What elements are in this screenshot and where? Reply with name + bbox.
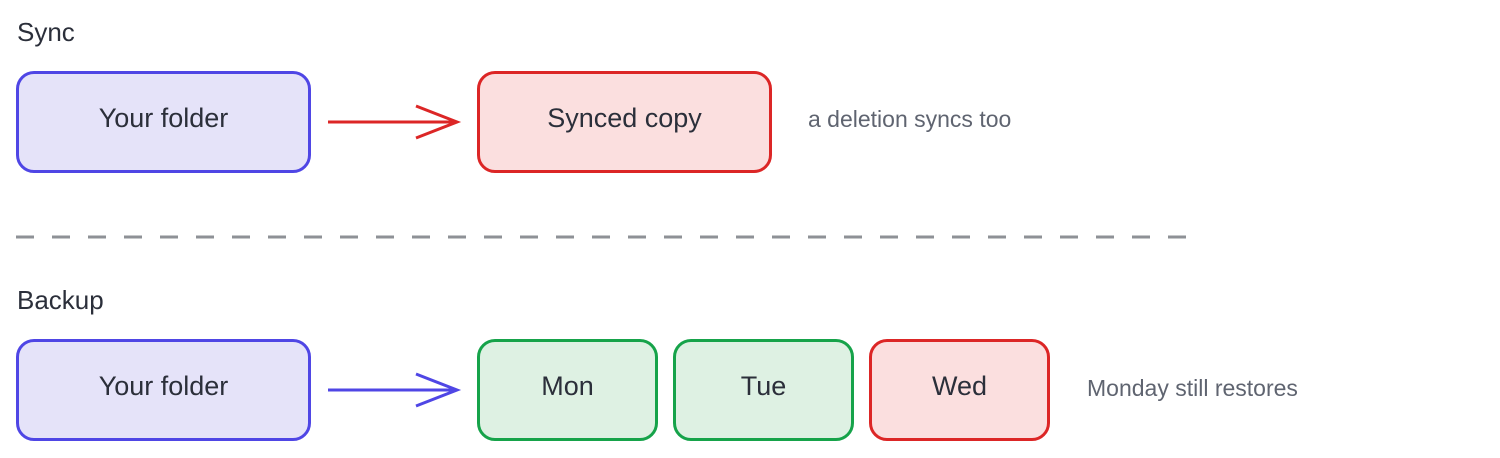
backup-arrow-icon bbox=[328, 372, 462, 408]
sync-note: a deletion syncs too bbox=[808, 106, 1012, 132]
backup-section-label: Backup bbox=[17, 285, 104, 315]
snapshot-tue-box: Tue bbox=[673, 339, 854, 441]
sync-arrow-icon bbox=[328, 104, 462, 140]
section-divider bbox=[16, 235, 1204, 239]
backup-note: Monday still restores bbox=[1087, 375, 1298, 401]
snapshot-mon-box: Mon bbox=[477, 339, 658, 441]
snapshot-wed-box: Wed bbox=[869, 339, 1050, 441]
backup-source-folder-box: Your folder bbox=[16, 339, 311, 441]
synced-copy-box: Synced copy bbox=[477, 71, 772, 173]
sync-section-label: Sync bbox=[17, 17, 75, 47]
sync-source-folder-box: Your folder bbox=[16, 71, 311, 173]
